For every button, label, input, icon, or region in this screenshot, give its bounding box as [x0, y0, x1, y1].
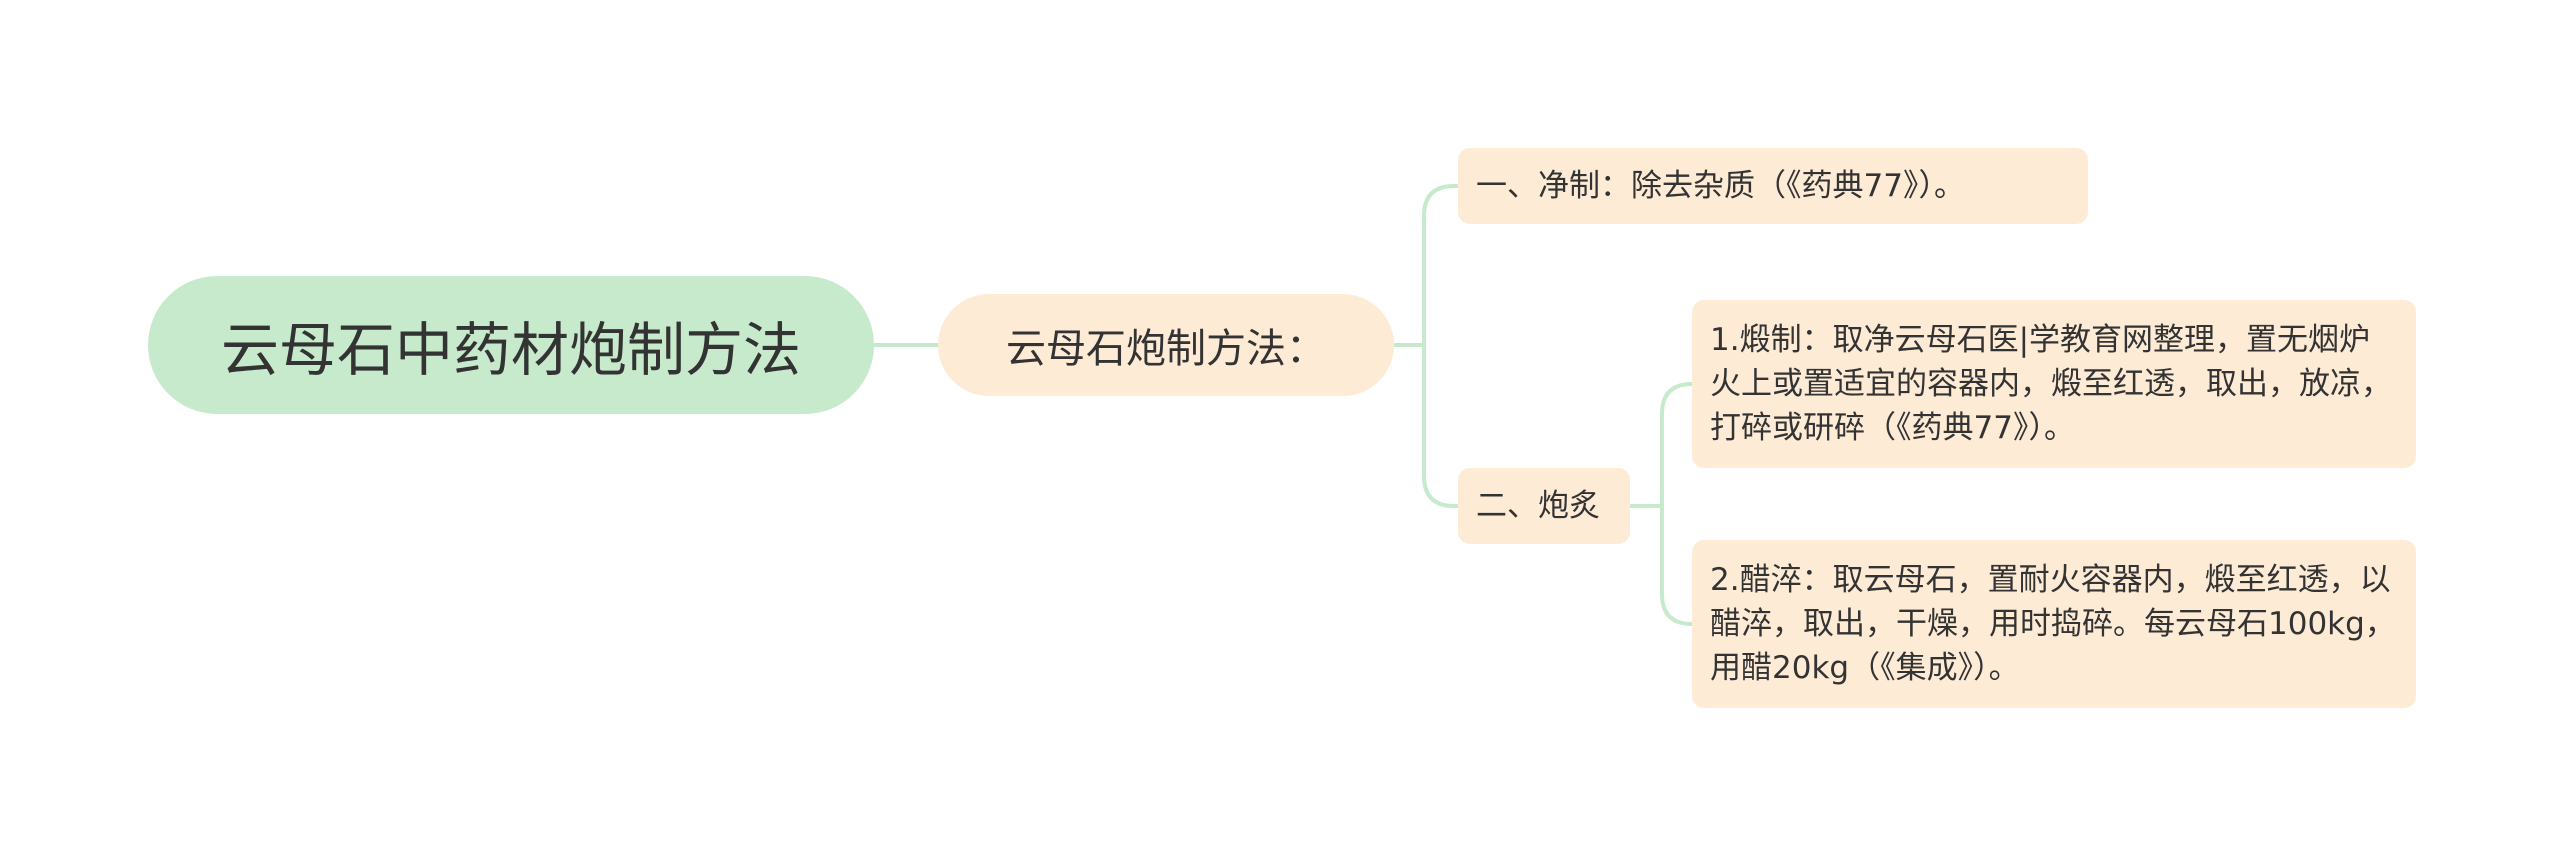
connector-item-2-to-sub-2	[1660, 506, 1693, 626]
connector-branch-to-item-1	[1422, 184, 1458, 345]
sub-item-node-2-label: 2.醋淬：取云母石，置耐火容器内，煅至红透，以醋淬，取出，干燥，用时捣碎。每云母…	[1710, 562, 2396, 686]
sub-item-node-1-label: 1.煅制：取净云母石医|学教育网整理，置无烟炉火上或置适宜的容器内，煅至红透，取…	[1710, 322, 2392, 446]
item-node-2-label: 二、炮炙	[1476, 488, 1600, 524]
sub-item-node-2[interactable]: 2.醋淬：取云母石，置耐火容器内，煅至红透，以醋淬，取出，干燥，用时捣碎。每云母…	[1692, 540, 2416, 708]
item-node-1-label: 一、净制：除去杂质（《药典77》）。	[1476, 168, 1965, 204]
item-node-1[interactable]: 一、净制：除去杂质（《药典77》）。	[1458, 148, 2088, 224]
item-node-2[interactable]: 二、炮炙	[1458, 468, 1630, 544]
branch-node[interactable]: 云母石炮制方法：	[938, 294, 1394, 396]
connector-branch-to-item-2	[1422, 345, 1458, 508]
root-node-label: 云母石中药材炮制方法	[220, 316, 801, 384]
root-node[interactable]: 云母石中药材炮制方法	[148, 276, 874, 414]
connector-item-2-to-sub-1	[1660, 382, 1693, 506]
branch-node-label: 云母石炮制方法：	[1006, 326, 1326, 372]
sub-item-node-1[interactable]: 1.煅制：取净云母石医|学教育网整理，置无烟炉火上或置适宜的容器内，煅至红透，取…	[1692, 300, 2416, 468]
